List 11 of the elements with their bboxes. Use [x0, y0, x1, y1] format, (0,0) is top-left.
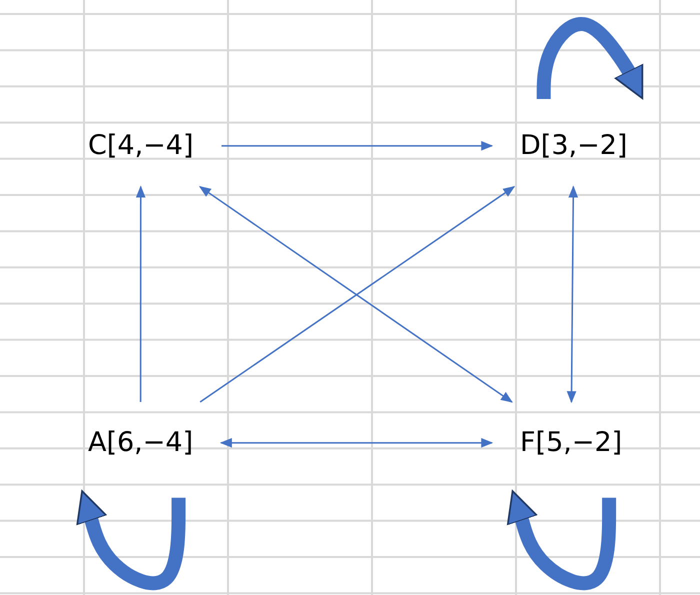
arrow — [221, 141, 494, 151]
arrow — [220, 438, 494, 448]
arrow — [136, 186, 146, 402]
node-label: A[6,−4] — [82, 424, 200, 462]
curved-block-arrow — [536, 17, 644, 100]
arrow — [566, 186, 578, 404]
curved-block-arrow — [506, 490, 616, 590]
node-label: D[3,−2] — [514, 127, 634, 165]
node-label: C[4,−4] — [82, 127, 200, 165]
curved-block-arrow — [76, 490, 186, 590]
node-label: F[5,−2] — [514, 424, 628, 462]
